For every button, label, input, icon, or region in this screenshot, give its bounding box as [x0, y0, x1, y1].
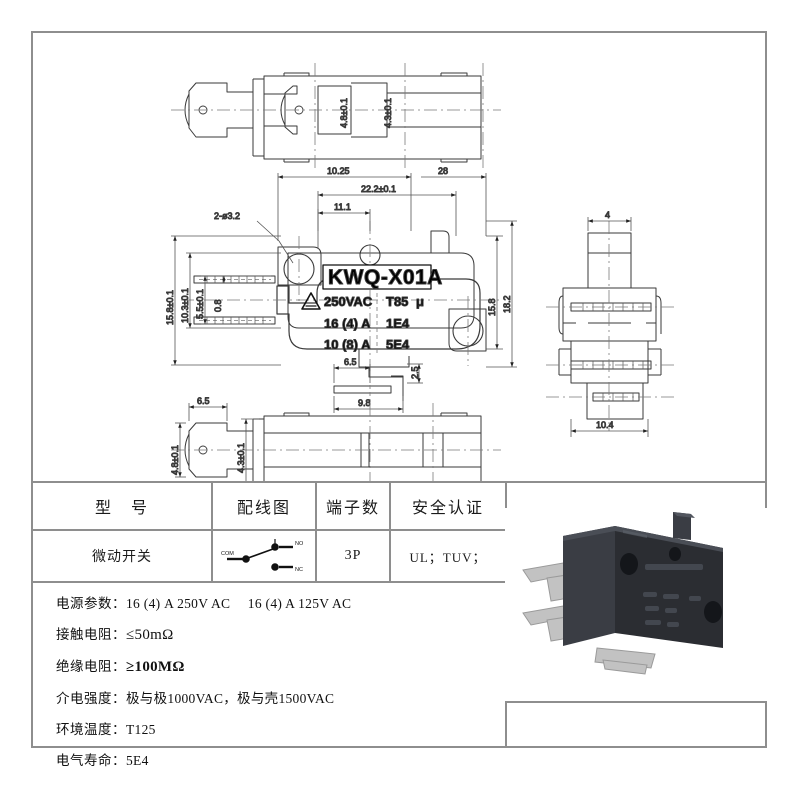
table-line — [315, 481, 317, 583]
specifications-block: 电源参数：16 (4) A 250V AC 16 (4) A 125V AC 接… — [31, 583, 505, 768]
dim-4-side: 4 — [605, 210, 610, 220]
dim-11-1: 11.1 — [334, 202, 351, 212]
label-rating1-current: 16 (4) A — [324, 316, 371, 331]
spec-row: 接触电阻：≤50mΩ — [56, 627, 174, 643]
table-line — [31, 481, 33, 748]
label-rating2-life: 5E4 — [386, 337, 410, 352]
dim-2-5: 2.5 — [410, 366, 420, 379]
front-view — [181, 221, 501, 379]
dim-0-8: 0.8 — [213, 299, 223, 312]
svg-text:NC: NC — [295, 567, 303, 573]
part-label-box — [322, 264, 432, 290]
table-line — [389, 481, 391, 583]
table-line — [505, 701, 767, 703]
dim-10-4: 10.4 — [596, 420, 614, 430]
table-line — [31, 529, 505, 531]
terminal-detail — [333, 363, 423, 413]
dim-4-8-bottom: 4.8±0.1 — [170, 445, 180, 475]
label-mu: μ — [416, 294, 424, 309]
dim-28: 28 — [438, 166, 448, 176]
dim-10-3: 10.3±0.1 — [180, 288, 190, 323]
label-rating2-current: 10 (8) A — [324, 337, 371, 352]
dim-10-25: 10.25 — [327, 166, 350, 176]
spec-row: 绝缘电阻：≥100MΩ — [56, 659, 185, 675]
table-value-terminals: 3P — [344, 548, 362, 563]
dim-15-8-tol: 15.8±0.1 — [165, 290, 175, 325]
dim-hole-note: 2-ø3.2 — [214, 211, 240, 221]
side-view — [546, 217, 676, 437]
label-voltage: 250VAC — [324, 294, 373, 309]
table-line — [31, 581, 767, 583]
dim-5-5: 5.5±0.1 — [195, 289, 205, 319]
table-header-terminals: 端子数 — [325, 500, 380, 517]
table-line — [31, 481, 767, 483]
dim-4-3-bottom: 4.3±0.1 — [236, 443, 246, 473]
dim-18-2: 18.2 — [502, 295, 512, 313]
svg-text:NO: NO — [295, 541, 304, 547]
spec-table-area: 型 号 配线图 端子数 安全认证 微动开关 3P UL；TUV； — [31, 481, 767, 768]
label-model: KWQ-X01A — [328, 266, 443, 289]
spec-row: 介电强度：极与极1000VAC，极与壳1500VAC — [56, 691, 335, 706]
dim-top-4-3: 4.3±0.1 — [383, 98, 393, 128]
table-value-certification: UL；TUV； — [409, 549, 487, 565]
warning-triangle-icon — [301, 292, 321, 310]
table-header-wiring: 配线图 — [236, 500, 291, 517]
svg-text:COM: COM — [221, 551, 234, 557]
top-view — [171, 63, 501, 172]
table-line — [31, 746, 767, 748]
table-value-model: 微动开关 — [92, 550, 152, 565]
label-rating1-life: 1E4 — [386, 316, 410, 331]
spec-row: 电气寿命：5E4 — [56, 753, 149, 768]
dim-15-8: 15.8 — [487, 298, 497, 316]
spec-row: 电源参数：16 (4) A 250V AC 16 (4) A 125V AC — [56, 596, 352, 611]
wiring-diagram-icon: COM NO NC — [213, 531, 315, 581]
dim-6-5-term: 6.5 — [344, 357, 357, 367]
dim-6-5-bottom: 6.5 — [197, 396, 210, 406]
product-photo — [505, 508, 767, 701]
spec-row: 环境温度：T125 — [56, 722, 156, 737]
technical-drawing-area: 4.8±0.1 4.3±0.1 — [31, 31, 767, 481]
bottom-view — [171, 403, 501, 481]
dim-9-8: 9.8 — [358, 398, 371, 408]
table-header-model: 型 号 — [94, 500, 149, 517]
dim-top-4-8: 4.8±0.1 — [339, 98, 349, 128]
label-temp-code: T85 — [386, 294, 408, 309]
dim-22-2: 22.2±0.1 — [361, 184, 396, 194]
dimension-lines — [171, 173, 517, 368]
table-header-certification: 安全认证 — [411, 500, 484, 517]
table-line — [211, 481, 213, 583]
